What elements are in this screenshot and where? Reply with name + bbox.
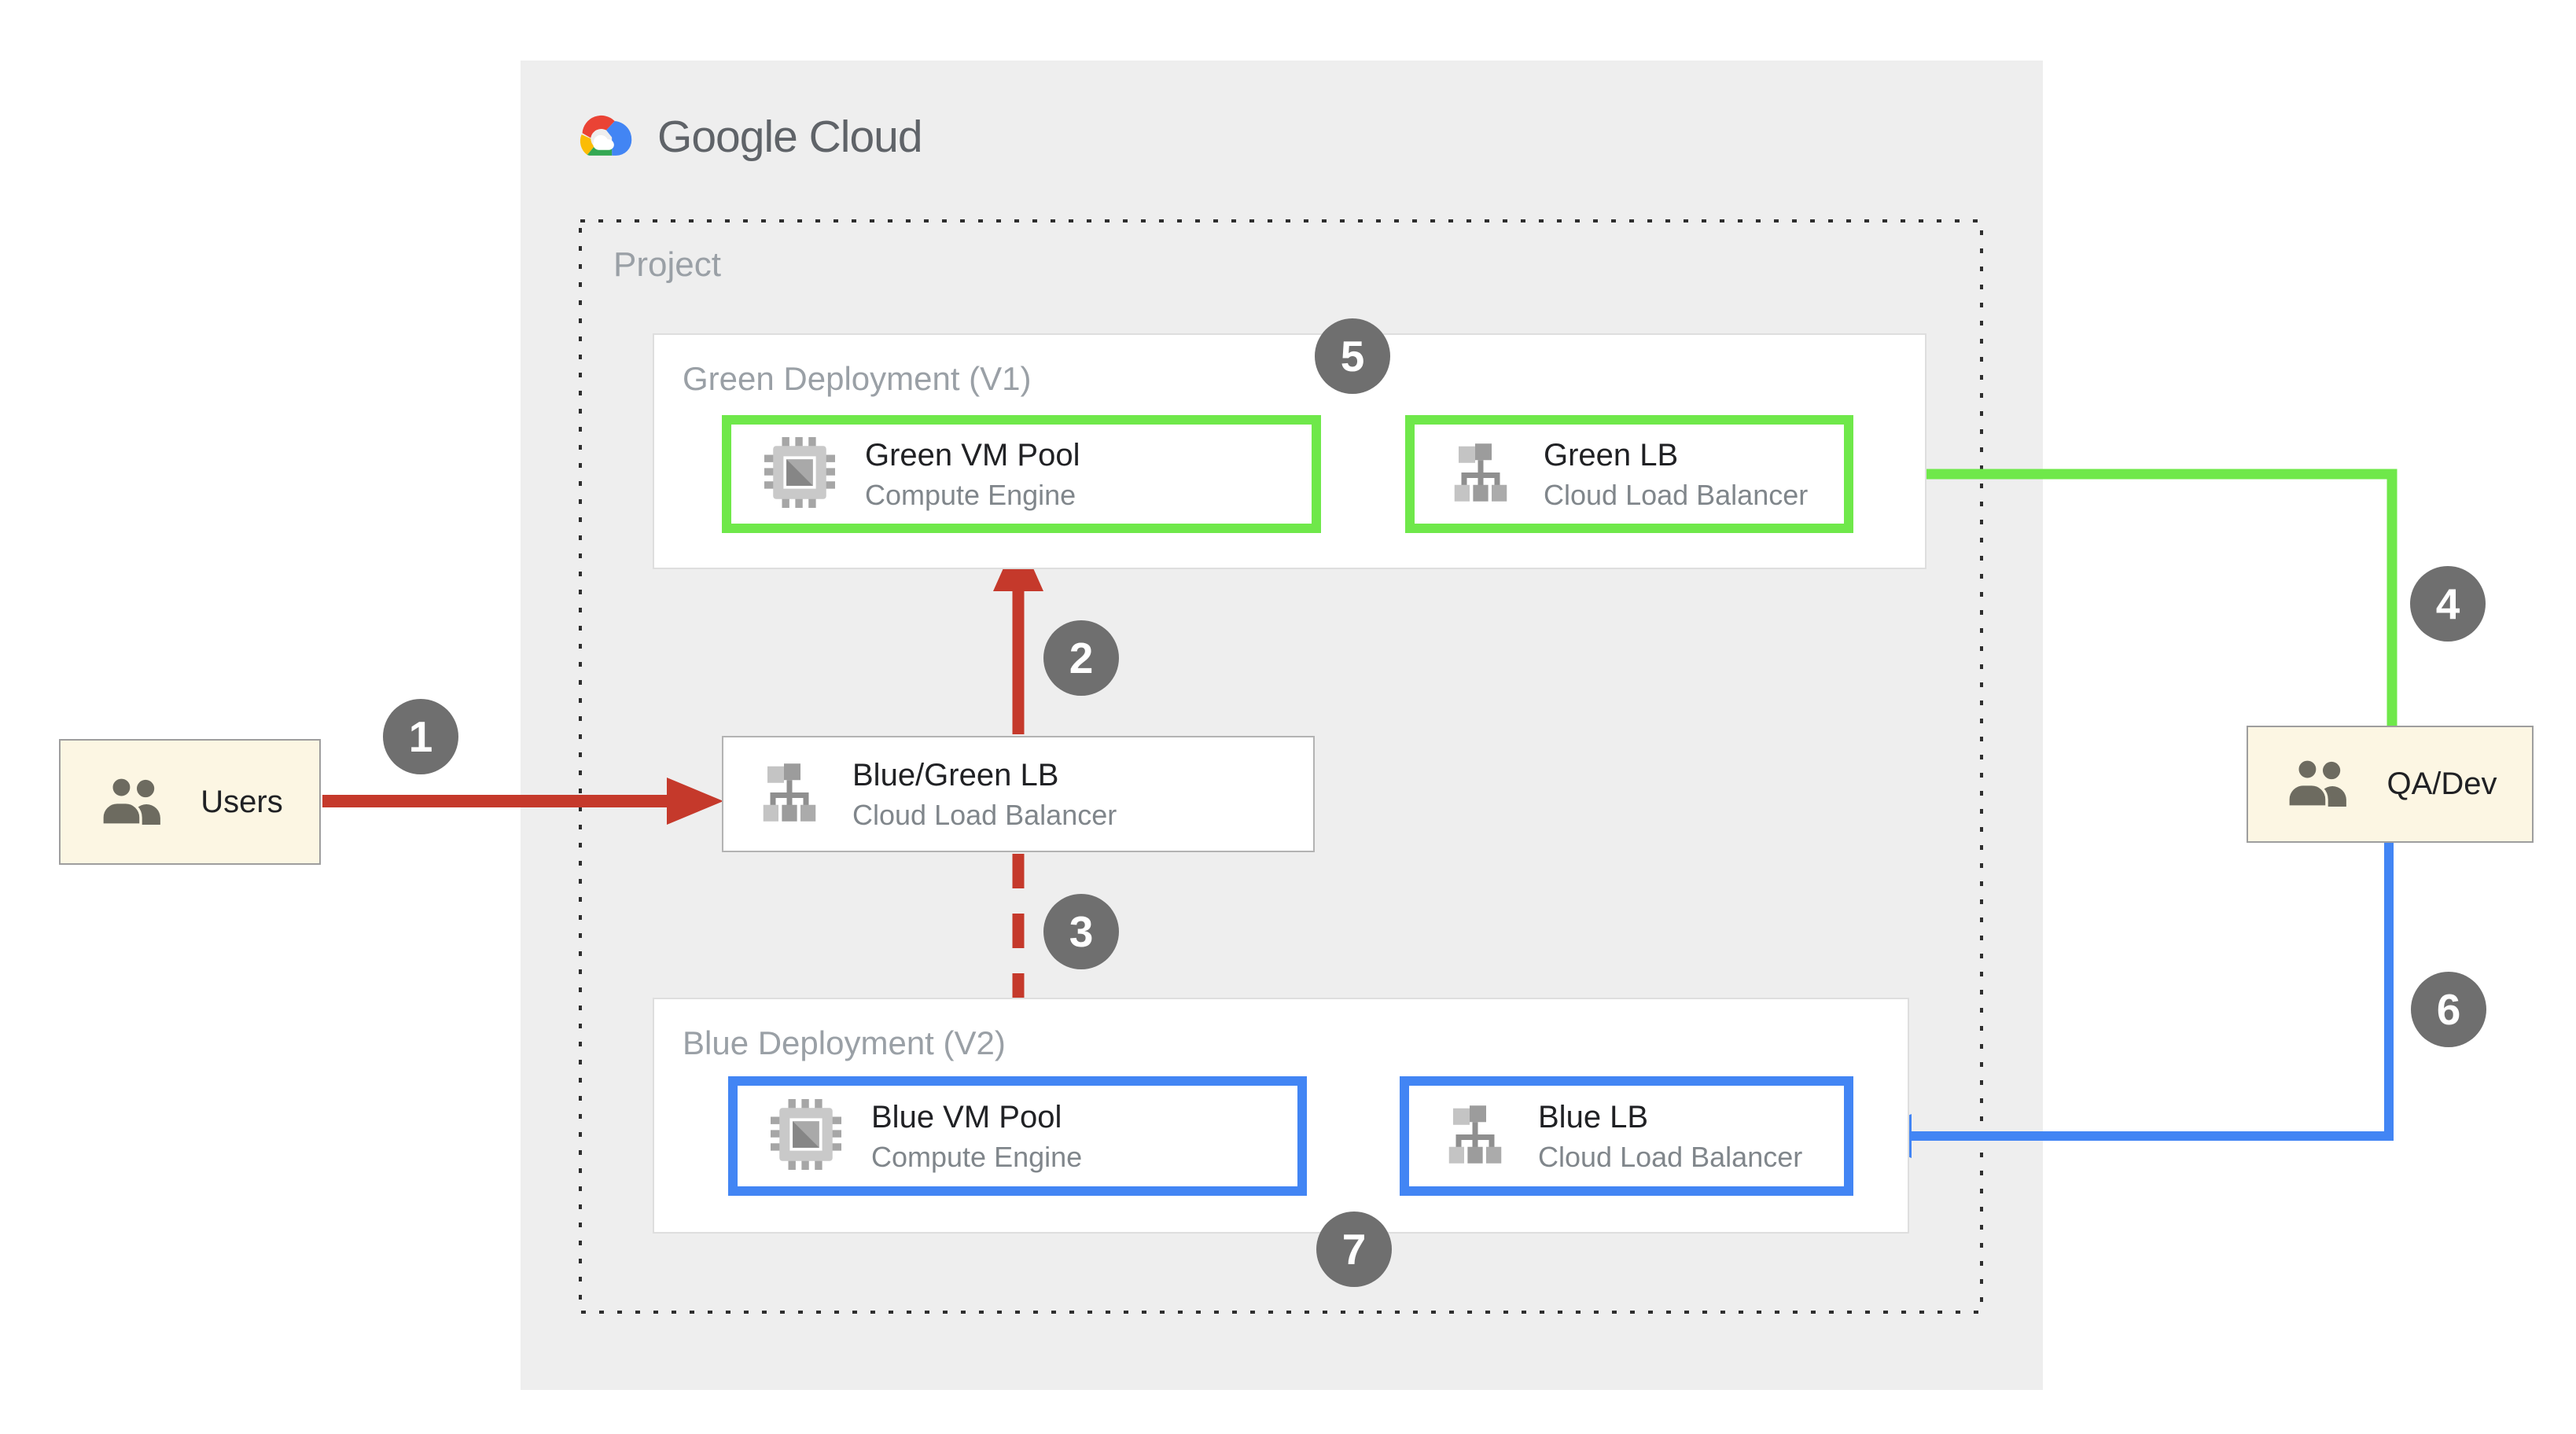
step-badge-2: 2 [1043, 620, 1119, 696]
node-title: Blue LB [1538, 1099, 1649, 1134]
node-bluegreen-lb: Blue/Green LB Cloud Load Balancer [722, 736, 1315, 852]
google-cloud-icon [572, 108, 640, 164]
step-badge-1: 1 [383, 699, 458, 774]
actor-label: Users [201, 784, 283, 819]
project-label: Project [613, 245, 721, 284]
step-badge-4: 4 [2410, 566, 2486, 642]
step-badge-3: 3 [1043, 894, 1119, 969]
step-badge-7: 7 [1316, 1212, 1392, 1287]
node-blue-vm-pool: Blue VM Pool Compute Engine [728, 1076, 1307, 1196]
green-deployment-header: Green Deployment (V1) [683, 360, 1032, 397]
actor-qa-dev: QA/Dev [2247, 726, 2534, 843]
users-icon [2283, 756, 2355, 812]
node-title: Green LB [1544, 437, 1679, 472]
node-subtitle: Cloud Load Balancer [1544, 478, 1809, 511]
users-icon [97, 774, 169, 830]
node-title: Blue/Green LB [852, 757, 1059, 792]
load-balancer-icon [1442, 1101, 1508, 1171]
step-badge-5: 5 [1315, 318, 1390, 394]
load-balancer-icon [1448, 439, 1514, 509]
node-subtitle: Cloud Load Balancer [852, 798, 1117, 831]
step-badge-6: 6 [2411, 972, 2486, 1047]
actor-users: Users [59, 739, 321, 865]
blue-deployment-header: Blue Deployment (V2) [683, 1024, 1006, 1061]
node-blue-lb: Blue LB Cloud Load Balancer [1400, 1076, 1853, 1196]
actor-label: QA/Dev [2386, 767, 2497, 801]
compute-engine-icon [771, 1098, 841, 1174]
google-cloud-logo: Google Cloud [572, 108, 923, 164]
node-subtitle: Compute Engine [871, 1140, 1083, 1173]
node-green-lb: Green LB Cloud Load Balancer [1405, 415, 1853, 533]
node-title: Blue VM Pool [871, 1099, 1062, 1134]
node-title: Green VM Pool [865, 437, 1080, 472]
compute-engine-icon [764, 436, 835, 512]
node-subtitle: Cloud Load Balancer [1538, 1140, 1803, 1173]
node-green-vm-pool: Green VM Pool Compute Engine [722, 415, 1321, 533]
google-cloud-logo-text: Google Cloud [657, 111, 923, 162]
node-subtitle: Compute Engine [865, 478, 1076, 511]
load-balancer-icon [756, 759, 822, 829]
